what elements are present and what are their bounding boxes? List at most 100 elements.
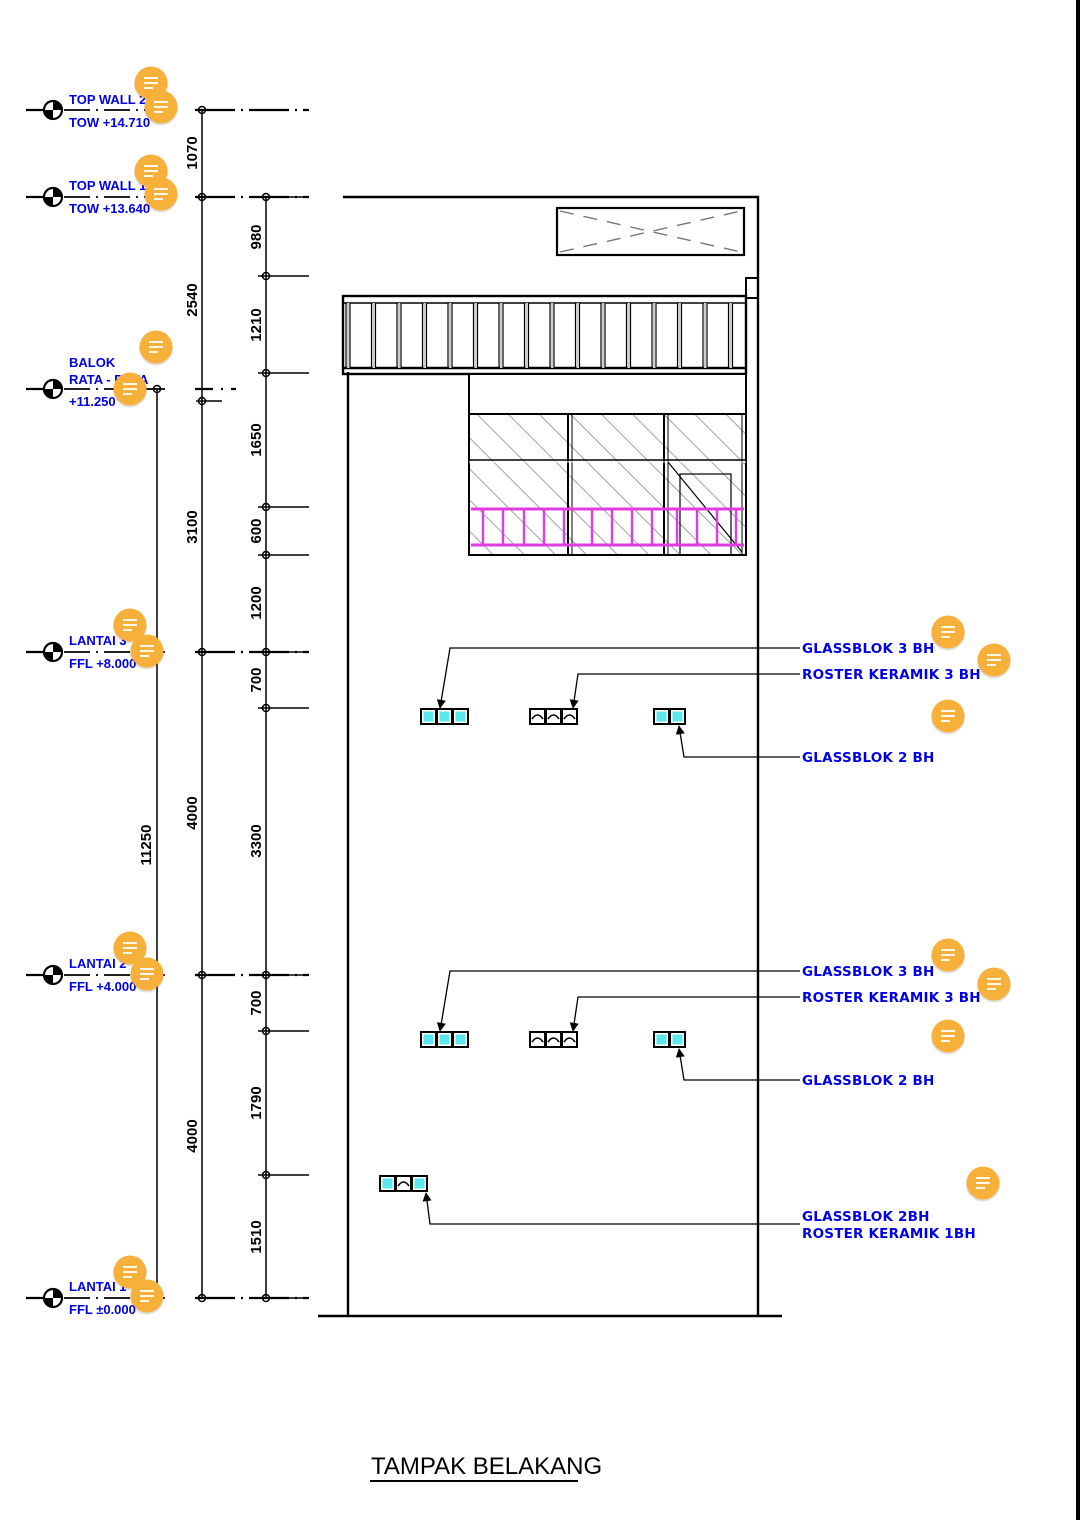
comment-pin-icon[interactable] xyxy=(977,967,1011,1003)
level-elev-lantai-3: FFL +8.000 xyxy=(69,656,136,671)
dim-chain-b: 1790 xyxy=(248,1086,265,1119)
balcony-railing xyxy=(471,507,744,547)
dim-chain-b: 980 xyxy=(248,224,265,249)
comment-pin-icon[interactable] xyxy=(966,1166,1000,1202)
roster-keramik-3 xyxy=(529,708,578,725)
balcony-window xyxy=(468,373,747,556)
comment-pin-icon[interactable] xyxy=(931,938,965,974)
comment-pin-icon[interactable] xyxy=(139,330,173,366)
comment-pin-icon[interactable] xyxy=(130,634,164,670)
dim-tick xyxy=(258,550,309,560)
dim-chain-b: 1650 xyxy=(248,423,265,456)
glassblock-2 xyxy=(653,1031,686,1048)
comment-pins[interactable] xyxy=(113,66,1011,1315)
dim-tick xyxy=(258,502,309,512)
dim-chain-a: 2540 xyxy=(184,283,201,316)
dim-chain-a: 1070 xyxy=(184,136,201,169)
level-name-top-wall-2: TOP WALL 2 xyxy=(69,92,146,107)
glassblock-3 xyxy=(420,708,469,725)
level-marker-icon xyxy=(42,1287,64,1309)
comment-pin-icon[interactable] xyxy=(113,372,147,408)
level-elev-lantai-2: FFL +4.000 xyxy=(69,979,136,994)
leader-lines xyxy=(422,647,800,1225)
dim-tick xyxy=(258,1026,309,1036)
dim-tick xyxy=(258,703,309,713)
level-markers xyxy=(42,99,64,1309)
dim-tick xyxy=(258,1293,309,1303)
dim-chain-a: 4000 xyxy=(184,796,201,829)
louvre-slat xyxy=(345,303,351,368)
level-name-lantai-3: LANTAI 3 xyxy=(69,633,127,648)
comment-pin-icon[interactable] xyxy=(130,1279,164,1315)
louvre-slat xyxy=(523,303,530,368)
level-marker-icon xyxy=(42,964,64,986)
level-name-top-wall-1: TOP WALL 1 xyxy=(69,178,146,193)
louvre-slat xyxy=(702,303,708,368)
louvre-band xyxy=(341,294,748,376)
comment-pin-icon[interactable] xyxy=(977,643,1011,679)
page-edge xyxy=(1076,0,1080,1520)
dim-chain-b: 1200 xyxy=(248,586,265,619)
level-labels: TOP WALL 2 TOW +14.710 TOP WALL 1 TOW +1… xyxy=(69,92,150,1317)
dim-tick xyxy=(258,970,309,980)
level-elev-balok: +11.250 xyxy=(69,394,116,409)
level-elev-top-wall-1: TOW +13.640 xyxy=(69,201,150,216)
block-groups xyxy=(379,708,686,1192)
dimension-chains xyxy=(156,110,267,1298)
roof-vent xyxy=(555,206,746,257)
dim-tick xyxy=(197,105,207,115)
note-roster-3-f2: ROSTER KERAMIK 3 BH xyxy=(802,990,981,1006)
comment-pin-icon[interactable] xyxy=(931,1019,965,1055)
comment-pin-icon[interactable] xyxy=(931,615,965,651)
louvre-slat xyxy=(549,303,555,368)
dim-chain-b: 1510 xyxy=(248,1220,265,1253)
dim-tick xyxy=(258,368,309,378)
dim-tick xyxy=(197,647,207,657)
level-marker-icon xyxy=(42,99,64,121)
louvre-slat xyxy=(651,303,657,368)
note-glassblok-2-f2: GLASSBLOK 2 BH xyxy=(802,1073,935,1089)
louvre-slat xyxy=(727,303,734,368)
comment-pin-icon[interactable] xyxy=(931,699,965,735)
dim-tick xyxy=(258,192,309,202)
dim-chain-b: 700 xyxy=(248,667,265,692)
comment-pin-icon[interactable] xyxy=(144,177,178,213)
louvre-slat xyxy=(447,303,453,368)
dim-chain-b: 700 xyxy=(248,990,265,1015)
comment-pin-icon[interactable] xyxy=(144,90,178,126)
dim-overall: 11250 xyxy=(138,825,155,866)
dimension-texts: 1125010702540310040004000980121016506001… xyxy=(138,136,265,1253)
dim-tick xyxy=(197,192,207,202)
drawing-title: TAMPAK BELAKANG xyxy=(371,1453,602,1480)
level-name-lantai-2: LANTAI 2 xyxy=(69,956,127,971)
louvre-slat xyxy=(370,303,377,368)
dim-tick xyxy=(258,647,309,657)
comment-pin-icon[interactable] xyxy=(130,957,164,993)
louvre-slat xyxy=(421,303,428,368)
dim-chain-b: 1210 xyxy=(248,308,265,341)
dim-tick xyxy=(197,970,207,980)
note-glassblok-2-f3: GLASSBLOK 2 BH xyxy=(802,750,935,766)
comment-pin-icon[interactable] xyxy=(113,608,147,644)
level-name-lantai-1: LANTAI 1 xyxy=(69,1279,127,1294)
louvre-slat xyxy=(498,303,504,368)
note-glassblok-3-f3: GLASSBLOK 3 BH xyxy=(802,641,935,657)
note-glassblok-3-f2: GLASSBLOK 3 BH xyxy=(802,964,935,980)
louvre-slat xyxy=(625,303,632,368)
dim-tick xyxy=(197,1293,207,1303)
dim-chain-a: 4000 xyxy=(184,1119,201,1152)
level-name-balok-1: BALOK xyxy=(69,355,116,370)
comment-pin-icon[interactable] xyxy=(113,931,147,967)
dimension-ticks xyxy=(152,105,309,1303)
dim-chain-b: 3300 xyxy=(248,824,265,857)
note-roster-3-f3: ROSTER KERAMIK 3 BH xyxy=(802,667,981,683)
annotations: GLASSBLOK 3 BH ROSTER KERAMIK 3 BH GLASS… xyxy=(802,641,981,1242)
roster-keramik-3 xyxy=(529,1031,578,1048)
building-outline xyxy=(318,195,782,1318)
dim-tick xyxy=(258,1170,309,1180)
level-elev-top-wall-2: TOW +14.710 xyxy=(69,115,150,130)
level-elev-lantai-1: FFL ±0.000 xyxy=(69,1302,136,1317)
level-marker-icon xyxy=(42,378,64,400)
louvre-slat xyxy=(574,303,581,368)
